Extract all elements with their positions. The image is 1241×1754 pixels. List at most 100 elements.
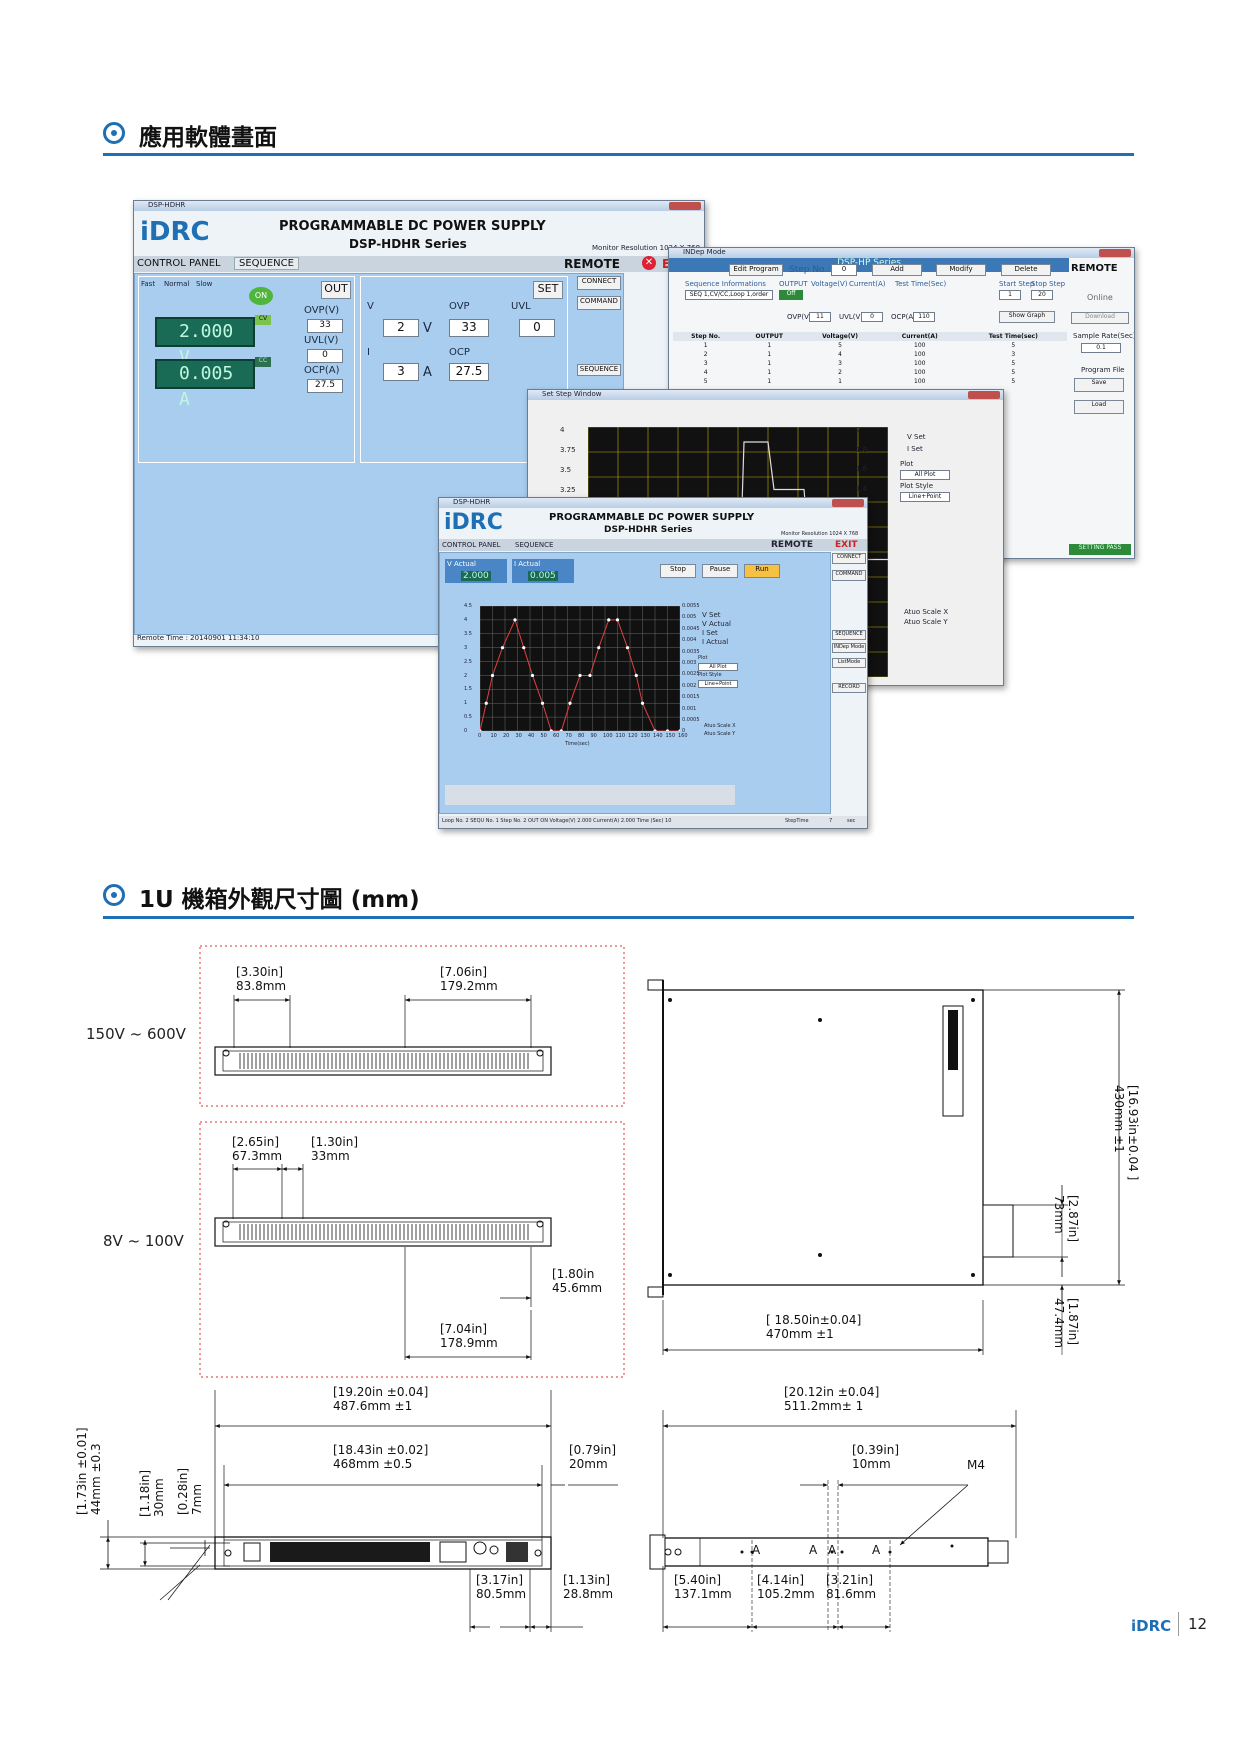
table-cell: 100 xyxy=(914,369,926,376)
table-cell: 1 xyxy=(767,360,772,367)
table-cell: 100 xyxy=(914,342,926,349)
graph-plot-select[interactable]: All Plot xyxy=(698,663,738,671)
legend-iactual[interactable]: I Actual xyxy=(702,638,729,646)
set-button[interactable]: SET xyxy=(533,281,563,299)
stop-button[interactable]: Stop xyxy=(660,564,696,578)
command-button[interactable]: COMMAND xyxy=(577,296,621,310)
sequence-button[interactable]: SEQUENCE xyxy=(577,364,621,376)
step-no-field[interactable]: 0 xyxy=(831,264,857,276)
range-150-600-label: 150V ~ 600V xyxy=(86,1025,186,1043)
graph-y-tick: 3 xyxy=(464,644,468,651)
section-rule xyxy=(103,916,1134,919)
output-toggle[interactable]: Off xyxy=(779,290,803,300)
indep-ovp-field[interactable]: 11 xyxy=(809,312,831,322)
range-8-100-label: 8V ~ 100V xyxy=(103,1232,184,1250)
download-button[interactable]: Download xyxy=(1071,312,1129,324)
indep-mode-button[interactable]: INDep Mode xyxy=(832,643,866,653)
record-button[interactable]: RECORD xyxy=(832,683,866,693)
side-view xyxy=(649,1534,1009,1570)
graph-command-button[interactable]: COMMAND xyxy=(832,570,866,581)
add-button[interactable]: Add xyxy=(872,264,922,276)
save-button[interactable]: Save xyxy=(1074,378,1124,392)
list-mode-button[interactable]: ListMode xyxy=(832,658,866,668)
graph-data-point xyxy=(559,729,563,731)
on-led[interactable]: ON xyxy=(249,287,273,305)
show-graph-button[interactable]: Show Graph xyxy=(999,311,1055,323)
pause-button[interactable]: Pause xyxy=(702,564,738,578)
graph-data-point xyxy=(513,618,517,622)
graph-y2-tick: 0.005 xyxy=(682,614,697,621)
dim-7: [0.28in]7mm xyxy=(176,1467,204,1515)
tab-control-panel[interactable]: CONTROL PANEL xyxy=(137,258,221,269)
window-controls-icon[interactable] xyxy=(968,391,1000,399)
graph-sequence-button[interactable]: SEQUENCE xyxy=(832,630,866,640)
voltage-col-label: Voltage(V) xyxy=(811,280,848,288)
box-8-100 xyxy=(199,1121,625,1378)
col-step-no: Step No. xyxy=(691,333,721,340)
graph-tab-control[interactable]: CONTROL PANEL xyxy=(442,541,501,549)
graph-data-point xyxy=(480,729,482,731)
graph-y2-tick: 0.0005 xyxy=(682,717,700,723)
set-ovp-input[interactable]: 33 xyxy=(449,319,489,337)
legend-vset[interactable]: V Set xyxy=(702,611,721,619)
step-iset-legend[interactable]: I Set xyxy=(907,445,923,453)
indep-uvl-field[interactable]: 0 xyxy=(861,312,883,322)
graph-auto-y[interactable]: Atuo Scale Y xyxy=(704,731,736,737)
indep-ocp-label: OCP(A) xyxy=(891,313,916,321)
window-controls-icon[interactable] xyxy=(832,499,864,507)
legend-vactual[interactable]: V Actual xyxy=(702,620,731,628)
graph-exit-button[interactable]: EXIT xyxy=(835,540,858,550)
out-button[interactable]: OUT xyxy=(321,281,351,299)
seq-info-field[interactable]: SEQ 1,CV/CC,Loop 1,order xyxy=(685,290,773,300)
graph-connect-button[interactable]: CONNECT xyxy=(832,553,866,564)
start-step-label: Start Step xyxy=(999,280,1035,288)
dim-33: [1.30in]33mm xyxy=(311,1135,359,1163)
run-button[interactable]: Run xyxy=(744,564,780,578)
step-plot-select[interactable]: All Plot xyxy=(900,470,950,480)
modify-button[interactable]: Modify xyxy=(936,264,986,276)
graph-tab-sequence[interactable]: SEQUENCE xyxy=(515,541,554,549)
set-uvl-input[interactable]: 0 xyxy=(519,319,555,337)
table-cell: 3 xyxy=(1011,351,1016,358)
table-cell: 5 xyxy=(1011,378,1016,385)
exit-icon[interactable]: ✕ xyxy=(642,256,656,270)
window-controls-icon[interactable] xyxy=(1099,249,1131,257)
step-auto-x[interactable]: Atuo Scale X xyxy=(904,608,949,616)
graph-y-tick: 2 xyxy=(464,672,468,679)
set-ocp-input[interactable]: 27.5 xyxy=(449,363,489,381)
legend-iset[interactable]: I Set xyxy=(702,629,718,637)
step-auto-y[interactable]: Atuo Scale Y xyxy=(904,618,948,626)
load-button[interactable]: Load xyxy=(1074,400,1124,414)
tab-sequence[interactable]: SEQUENCE xyxy=(234,257,299,270)
set-v-input[interactable]: 2 xyxy=(383,319,419,337)
hole-a-2: A xyxy=(809,1543,818,1557)
set-i-input[interactable]: 3 xyxy=(383,363,419,381)
stop-step-field[interactable]: 20 xyxy=(1031,290,1053,300)
graph-x-tick: 100 xyxy=(603,733,613,739)
graph-plot-style-select[interactable]: Line+Point xyxy=(698,680,738,688)
speed-normal-label: Normal xyxy=(164,280,190,288)
edit-program-button[interactable]: Edit Program xyxy=(729,264,783,276)
sample-rate-field[interactable]: 0.1 xyxy=(1081,343,1121,353)
indep-uvl-label: UVL(V) xyxy=(839,313,864,321)
dim-47-4: [1.87in]47.4mm xyxy=(1052,1298,1080,1349)
window-controls-icon[interactable] xyxy=(669,202,701,210)
graph-data-point xyxy=(540,701,545,705)
table-cell: 1 xyxy=(703,342,708,349)
graph-x-tick: 20 xyxy=(503,733,510,739)
step-vset-legend[interactable]: V Set xyxy=(907,433,926,441)
graph-auto-x[interactable]: Atuo Scale X xyxy=(704,723,736,729)
top-view xyxy=(647,979,1014,1298)
graph-x-tick: 80 xyxy=(578,733,585,739)
start-step-field[interactable]: 1 xyxy=(999,290,1021,300)
indep-ocp-field[interactable]: 110 xyxy=(913,312,935,322)
delete-button[interactable]: Delete xyxy=(1001,264,1051,276)
step-plot-style-select[interactable]: Line+Point xyxy=(900,492,950,502)
connect-button[interactable]: CONNECT xyxy=(577,276,621,290)
